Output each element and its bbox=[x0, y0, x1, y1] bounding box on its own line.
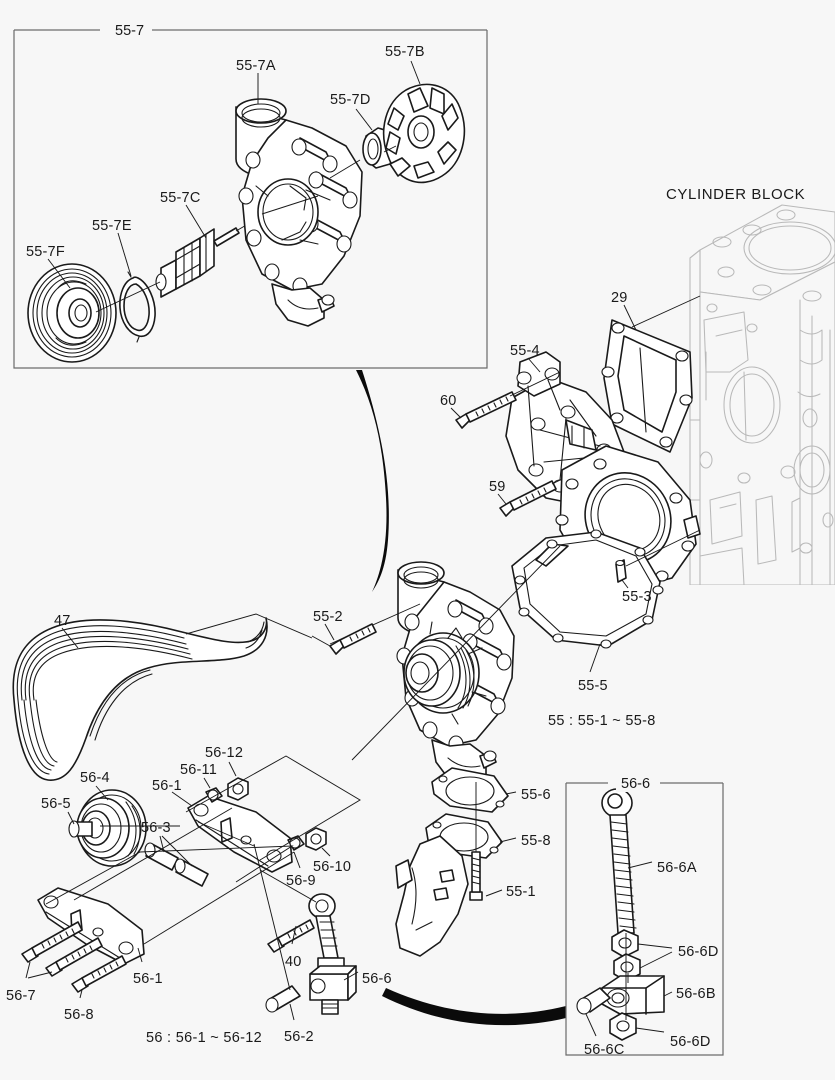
leader-56-4 bbox=[95, 785, 109, 801]
part-55-7F-pulley bbox=[27, 263, 117, 363]
part-56-7-bolts bbox=[21, 921, 103, 979]
leader-56-1-bottom bbox=[137, 947, 143, 963]
part-55-main-water-pump bbox=[396, 561, 515, 785]
label-56-6D-lower: 56-6D bbox=[670, 1034, 711, 1050]
label-40: 40 bbox=[285, 954, 302, 970]
label-55-3: 55-3 bbox=[622, 589, 652, 605]
label-56-12: 56-12 bbox=[205, 745, 244, 761]
inset-tag-55-7: 55-7 bbox=[110, 23, 150, 39]
label-56-2: 56-2 bbox=[284, 1029, 314, 1045]
label-56-6B: 56-6B bbox=[676, 986, 716, 1002]
part-56-2-spacer bbox=[265, 985, 301, 1021]
cylinder-block-title: CYLINDER BLOCK bbox=[666, 186, 806, 203]
label-55-4: 55-4 bbox=[510, 343, 540, 359]
label-56-1-top: 56-1 bbox=[152, 778, 182, 794]
label-55-7E: 55-7E bbox=[92, 218, 132, 234]
label-56-10: 56-10 bbox=[313, 859, 352, 875]
leader-60 bbox=[450, 407, 462, 419]
label-55-7C: 55-7C bbox=[160, 190, 201, 206]
leader-55-8 bbox=[499, 837, 517, 843]
leader-59 bbox=[497, 493, 507, 505]
label-55-2: 55-2 bbox=[313, 609, 343, 625]
label-56-1-bottom: 56-1 bbox=[133, 971, 163, 987]
part-56-6D-nut-upper-1 bbox=[611, 929, 673, 958]
part-56-6A-rod bbox=[601, 788, 653, 934]
part-thermostat-housing bbox=[395, 835, 469, 957]
part-47-belt bbox=[12, 617, 268, 781]
leader-55-4 bbox=[527, 357, 541, 373]
leader-47 bbox=[61, 627, 79, 649]
leader-55-5 bbox=[589, 643, 601, 673]
inset-55-7-artwork bbox=[27, 60, 466, 363]
note-group-55: 55 : 55-1 ~ 55-8 bbox=[548, 713, 656, 729]
part-55-7B-impeller bbox=[382, 83, 466, 184]
label-55-7D: 55-7D bbox=[330, 92, 371, 108]
part-56-6B-block bbox=[601, 973, 673, 1015]
label-56-6A: 56-6A bbox=[657, 860, 697, 876]
label-29: 29 bbox=[611, 290, 628, 306]
label-55-6: 55-6 bbox=[521, 787, 551, 803]
part-56-6D-nut-lower bbox=[609, 1012, 665, 1041]
label-56-6-main: 56-6 bbox=[362, 971, 392, 987]
label-47: 47 bbox=[54, 613, 71, 629]
assembly-trace-56 bbox=[45, 755, 361, 991]
part-60-bolt bbox=[455, 371, 561, 429]
inset-panel-borders bbox=[13, 29, 724, 1056]
part-40-bolt bbox=[267, 919, 315, 953]
label-60: 60 bbox=[440, 393, 457, 409]
label-55-7B: 55-7B bbox=[385, 44, 425, 60]
label-56-7: 56-7 bbox=[6, 988, 36, 1004]
note-group-56: 56 : 56-1 ~ 56-12 bbox=[146, 1030, 262, 1046]
label-55-5: 55-5 bbox=[578, 678, 608, 694]
part-55-3-dowel bbox=[615, 529, 701, 589]
leader-55-2 bbox=[324, 623, 335, 641]
label-56-8: 56-8 bbox=[64, 1007, 94, 1023]
part-55-1-bolt bbox=[469, 782, 483, 901]
cylinder-block-ghost bbox=[689, 204, 835, 585]
label-55-7F: 55-7F bbox=[26, 244, 65, 260]
leader-55-1 bbox=[485, 889, 503, 897]
label-55-1: 55-1 bbox=[506, 884, 536, 900]
part-55-7A-pump-housing bbox=[235, 98, 363, 327]
part-56-1-bracket-upper bbox=[187, 795, 293, 873]
part-56-12-nut bbox=[227, 761, 249, 801]
part-56-6-adjuster-main bbox=[308, 893, 359, 1015]
label-56-3: 56-3 bbox=[141, 820, 171, 836]
inset-tag-56-6: 56-6 bbox=[616, 776, 656, 792]
label-56-6D-upper: 56-6D bbox=[678, 944, 719, 960]
inset-56-6-artwork bbox=[576, 788, 673, 1041]
part-56-8-bolt bbox=[71, 955, 127, 999]
part-29-gasket bbox=[601, 319, 693, 453]
label-56-9: 56-9 bbox=[286, 873, 316, 889]
label-55-7A: 55-7A bbox=[236, 58, 276, 74]
part-55-2-bolt bbox=[329, 623, 377, 655]
part-56-6C-bush bbox=[576, 987, 611, 1037]
part-55-7C-bearing-shaft bbox=[155, 193, 301, 298]
label-56-11: 56-11 bbox=[180, 762, 218, 778]
callout-swoosh-bottom bbox=[382, 988, 566, 1026]
leader-55-6 bbox=[505, 791, 517, 795]
part-56-3-spacers bbox=[144, 835, 209, 887]
part-55-6-gasket bbox=[431, 767, 509, 813]
label-55-8: 55-8 bbox=[521, 833, 551, 849]
label-59: 59 bbox=[489, 479, 506, 495]
callout-swoosh-top bbox=[356, 370, 389, 592]
part-55-7E-snap-ring bbox=[119, 271, 156, 343]
part-56-10-nut bbox=[305, 827, 331, 857]
label-56-5: 56-5 bbox=[41, 796, 71, 812]
leader-56-1-top bbox=[171, 791, 193, 807]
part-56-5-shaft bbox=[67, 811, 180, 838]
label-56-4: 56-4 bbox=[80, 770, 110, 786]
label-56-6C: 56-6C bbox=[584, 1042, 625, 1058]
